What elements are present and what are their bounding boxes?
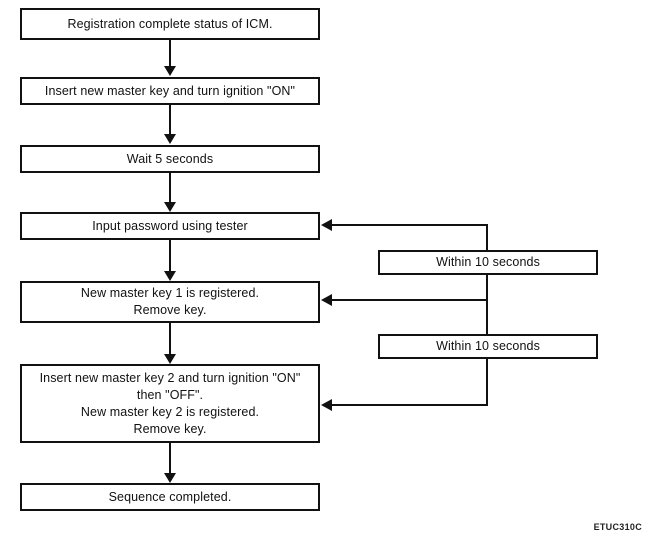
connector-step1-step2: [169, 40, 171, 69]
figure-reference-code: ETUC310C: [593, 522, 642, 532]
feedback-branch-to-master-key-2: [331, 404, 488, 406]
flow-node-master-key-1-registered: New master key 1 is registered. Remove k…: [20, 281, 320, 323]
arrowhead-step4-step5: [164, 271, 176, 281]
flow-node-line: New master key 1 is registered.: [80, 286, 260, 300]
flow-node-line: Remove key.: [133, 421, 207, 436]
flow-node-wait-5-seconds: Wait 5 seconds: [20, 145, 320, 173]
arrowhead-feedback-input-password: [321, 219, 332, 231]
arrowhead-step2-step3: [164, 134, 176, 144]
arrowhead-feedback-master-key-2: [321, 399, 332, 411]
flow-node-registration-complete: Registration complete status of ICM.: [20, 8, 320, 40]
flow-node-line: Remove key.: [133, 303, 207, 317]
flow-node-line: New master key 2 is registered.: [80, 404, 260, 419]
flow-node-insert-master-key: Insert new master key and turn ignition …: [20, 77, 320, 105]
flow-note-line: Within 10 seconds: [436, 255, 540, 269]
connector-step3-step4: [169, 173, 171, 203]
flow-note-within-10-seconds-2: Within 10 seconds: [378, 334, 598, 359]
flow-node-line: Registration complete status of ICM.: [67, 16, 273, 31]
flow-node-sequence-completed: Sequence completed.: [20, 483, 320, 511]
arrowhead-feedback-master-key-1: [321, 294, 332, 306]
flow-note-within-10-seconds-1: Within 10 seconds: [378, 250, 598, 275]
arrowhead-step6-step7: [164, 473, 176, 483]
flow-node-line: Insert new master key and turn ignition …: [44, 83, 296, 98]
flow-node-line: Wait 5 seconds: [126, 151, 214, 166]
arrowhead-step5-step6: [164, 354, 176, 364]
flow-node-input-password: Input password using tester: [20, 212, 320, 240]
flow-node-line: Insert new master key 2 and turn ignitio…: [39, 370, 301, 385]
flow-note-line: Within 10 seconds: [436, 339, 540, 353]
flow-node-line: Sequence completed.: [108, 489, 232, 504]
connector-step2-step3: [169, 105, 171, 135]
arrowhead-step1-step2: [164, 66, 176, 76]
feedback-rail-vertical: [486, 224, 488, 406]
arrowhead-step3-step4: [164, 202, 176, 212]
feedback-branch-to-master-key-1: [331, 299, 488, 301]
feedback-branch-to-input-password: [331, 224, 488, 226]
flow-node-line: Input password using tester: [92, 218, 248, 233]
connector-step6-step7: [169, 443, 171, 474]
connector-step4-step5: [169, 240, 171, 272]
flow-node-master-key-2-registered: Insert new master key 2 and turn ignitio…: [20, 364, 320, 443]
connector-step5-step6: [169, 323, 171, 355]
flow-node-line: then "OFF".: [136, 387, 204, 402]
